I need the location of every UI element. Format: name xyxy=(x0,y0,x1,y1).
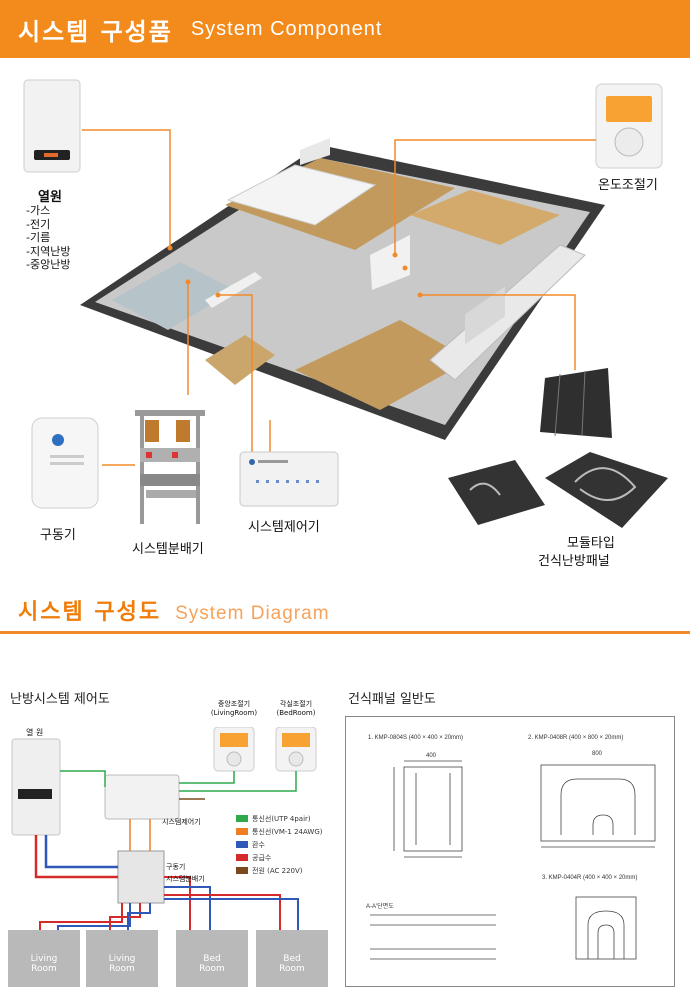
diagram-legend: 통신선(UTP 4pair) 통신선(VM-1 24AWG) 환수 공급수 전원… xyxy=(236,812,322,877)
component-illustration xyxy=(23,79,668,528)
section-divider xyxy=(0,631,690,634)
distributor-label: 시스템분배기 xyxy=(132,542,204,557)
leader-lines xyxy=(82,129,596,472)
room-thermostat-label-line2: (BedRoom) xyxy=(276,709,316,717)
room-label: Living xyxy=(30,954,58,964)
panel-label-line2: 건식난방패널 xyxy=(538,554,610,569)
legend-swatch xyxy=(236,828,248,835)
legend-label: 환수 xyxy=(252,840,265,849)
heat-source-item: -중앙난방 xyxy=(26,258,71,271)
section-title-ko: 시스템 구성품 xyxy=(18,17,173,46)
thermostat-image xyxy=(595,83,663,169)
legend-label: 전원 (AC 220V) xyxy=(252,866,303,875)
boiler-image xyxy=(23,79,81,173)
diagram-section-title: 시스템 구성도 System Diagram xyxy=(18,594,330,626)
legend-label: 통신선(VM-1 24AWG) xyxy=(252,827,323,836)
legend-item: 공급수 xyxy=(236,851,322,864)
central-thermostat-label-line2: (LivingRoom) xyxy=(210,709,258,717)
controller-label: 시스템제어기 xyxy=(248,520,320,535)
heat-source-item: -전기 xyxy=(26,217,51,231)
legend-swatch xyxy=(236,854,248,861)
room-label: Room xyxy=(279,964,305,974)
controller-diagram-label: 시스템제어기 xyxy=(162,818,201,826)
panel-drawing-box: 1. KMP-0804S (400 × 400 × 20mm) 2. KMP-0… xyxy=(345,716,675,987)
legend-swatch xyxy=(236,815,248,822)
driver-image xyxy=(31,417,99,509)
heat-source-item: -가스 xyxy=(26,204,51,217)
section-header-banner: 시스템 구성품 System Component xyxy=(0,0,690,58)
legend-swatch xyxy=(236,841,248,848)
panel1-width-dim: 400 xyxy=(426,753,437,759)
room-label: Living xyxy=(108,954,136,964)
panel-images xyxy=(448,368,668,528)
panel2-caption: 2. KMP-0408R (400 × 800 × 20mm) xyxy=(528,735,624,741)
section-title-en: System Component xyxy=(190,17,383,40)
room-label: Bed xyxy=(203,954,221,964)
central-thermostat-label-line1: 중앙조절기 xyxy=(217,700,251,708)
legend-swatch xyxy=(236,867,248,874)
heat-source-item: -지역난방 xyxy=(26,244,71,258)
section-caption: A-A'단면도 xyxy=(366,904,394,910)
controller-image xyxy=(239,451,339,507)
control-diagram-title: 난방시스템 제어도 xyxy=(10,692,110,707)
legend-label: 통신선(UTP 4pair) xyxy=(252,814,311,823)
panel-drawing-title: 건식패널 일반도 xyxy=(348,692,436,707)
heat-source-item: -기름 xyxy=(26,231,51,244)
floor-plan-image xyxy=(80,138,605,440)
heat-source-list: -가스 -전기 -기름 -지역난방 -중앙난방 xyxy=(26,204,70,272)
panel2-width-dim: 800 xyxy=(592,751,603,757)
thermostat-label: 온도조절기 xyxy=(598,178,658,193)
room-label: Room xyxy=(109,964,135,974)
diagram-title-en: System Diagram xyxy=(175,603,330,624)
panel1-caption: 1. KMP-0804S (400 × 400 × 20mm) xyxy=(368,735,464,741)
driver-diagram-label: 구동기 xyxy=(166,863,186,871)
driver-label: 구동기 xyxy=(40,528,76,543)
heat-source-title: 열원 xyxy=(38,190,62,205)
room-label: Bed xyxy=(283,954,301,964)
distributor-diagram-label: 시스템분배기 xyxy=(166,875,205,883)
room-label: Room xyxy=(31,964,57,974)
legend-item: 전원 (AC 220V) xyxy=(236,864,322,877)
legend-item: 환수 xyxy=(236,838,322,851)
legend-item: 통신선(VM-1 24AWG) xyxy=(236,825,322,838)
central-thermostat-label: 중앙조절기 (LivingRoom) xyxy=(210,700,258,718)
boiler-diagram-label: 열 원 xyxy=(26,728,44,737)
diagram-title-ko: 시스템 구성도 xyxy=(18,600,162,625)
legend-label: 공급수 xyxy=(252,853,272,862)
panel3-caption: 3. KMP-0404R (400 × 400 × 20mm) xyxy=(542,875,638,881)
distributor-image xyxy=(135,410,205,524)
room-thermostat-label-line1: 각실조절기 xyxy=(279,700,313,708)
panel-label-line1: 모듈타입 xyxy=(567,536,615,551)
control-diagram xyxy=(11,727,317,930)
panel-drawings xyxy=(370,760,656,960)
room-thermostat-label: 각실조절기 (BedRoom) xyxy=(272,700,320,718)
legend-item: 통신선(UTP 4pair) xyxy=(236,812,322,825)
room-label: Room xyxy=(199,964,225,974)
